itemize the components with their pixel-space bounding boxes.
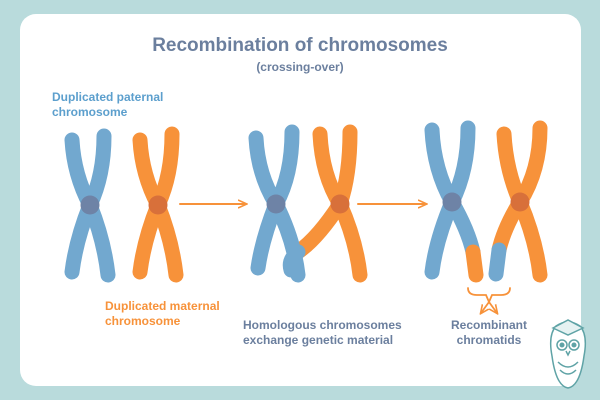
recombinant-label-line-1: Recombinant [450, 318, 527, 332]
maternal-label-line-2: chromosome [105, 314, 181, 328]
maternal-label: Duplicated maternal chromosome [105, 299, 220, 329]
recombinant-label: Recombinant chromatids [430, 318, 548, 348]
maternal-label-line-1: Duplicated maternal [105, 299, 220, 313]
diagram-subtitle: (crossing-over) [256, 60, 344, 74]
diagram-title: Recombination of chromosomes [152, 35, 448, 56]
recombinant-paternal-centromere [442, 192, 462, 212]
crossing-maternal-centromere [330, 194, 350, 214]
owl-mascot-icon [549, 319, 587, 389]
paternal-centromere [80, 195, 100, 215]
crossing-paternal-centromere [266, 194, 286, 214]
crossing-maternal-chromosome [290, 124, 368, 283]
paternal-label: Duplicated paternal chromosome [52, 90, 163, 120]
diagram-card [20, 14, 581, 386]
maternal-centromere [148, 195, 168, 215]
bracket-arrow-icon [467, 287, 511, 305]
paternal-label-line-1: Duplicated paternal [52, 90, 164, 104]
recombinant-maternal-centromere [510, 192, 530, 212]
recombinant-label-line-2: chromatids [456, 333, 522, 347]
homologous-label-line-2: exchange genetic material [243, 333, 394, 347]
homologous-label: Homologous chromosomes exchange genetic … [243, 318, 402, 348]
paternal-label-line-2: chromosome [52, 105, 128, 119]
homologous-label-line-1: Homologous chromosomes [243, 318, 402, 332]
